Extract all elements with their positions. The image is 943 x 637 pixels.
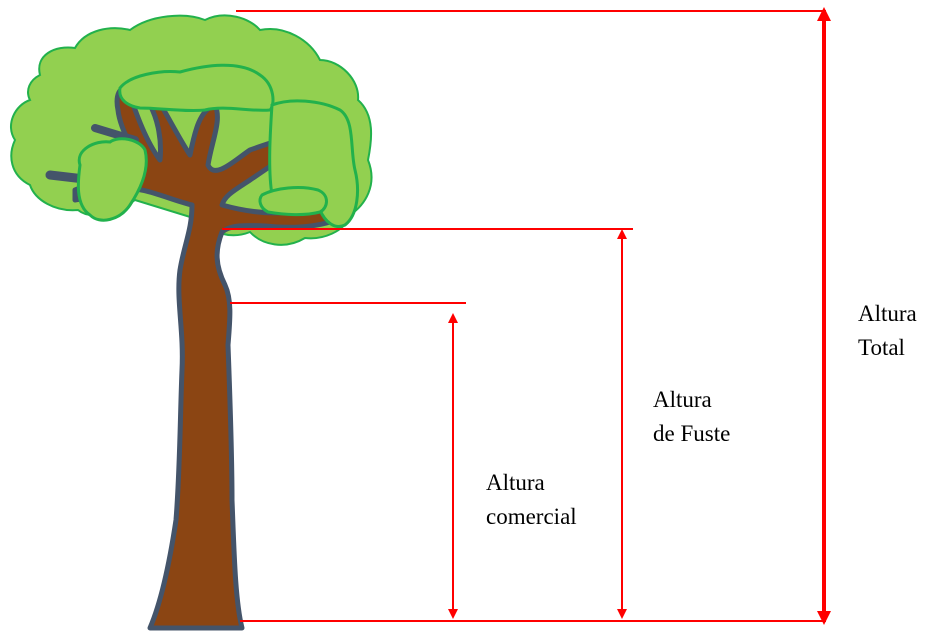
- label-comercial-line1: Altura: [486, 470, 545, 495]
- label-fuste-line1: Altura: [653, 387, 712, 412]
- label-total-line1: Altura: [858, 301, 917, 326]
- label-fuste-line2: de Fuste: [653, 421, 731, 446]
- tree-illustration: [10, 14, 373, 631]
- canopy-front-bottom: [258, 186, 328, 217]
- label-altura-total: Altura Total: [858, 297, 917, 365]
- label-total-line2: Total: [858, 335, 905, 360]
- canopy-front-left: [76, 137, 148, 222]
- label-altura-fuste: Altura de Fuste: [653, 383, 730, 451]
- measurement-lines: [222, 6, 831, 625]
- canopy-front-top: [118, 63, 275, 113]
- label-altura-comercial: Altura comercial: [486, 466, 577, 534]
- label-comercial-line2: comercial: [486, 504, 577, 529]
